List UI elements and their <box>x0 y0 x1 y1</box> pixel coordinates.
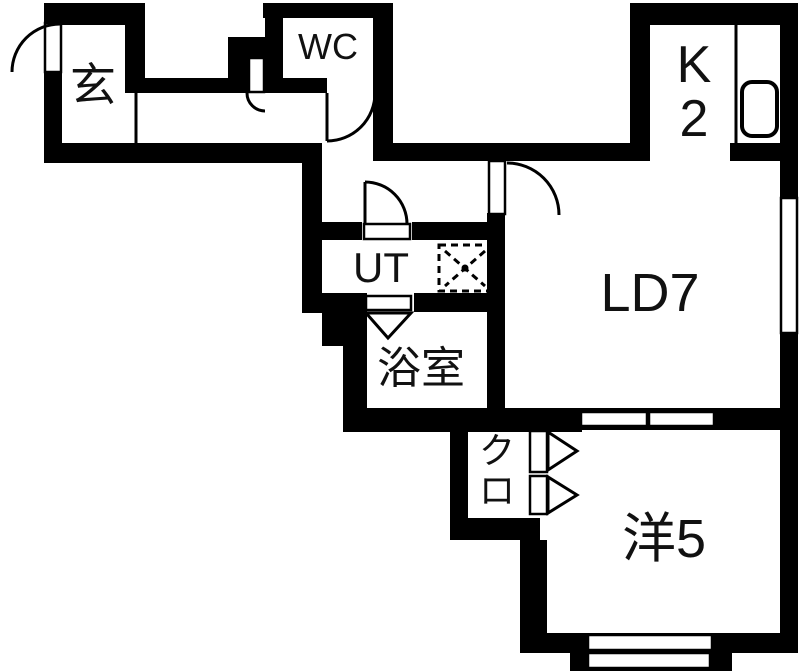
wall-segment <box>373 3 393 161</box>
storage-door <box>245 56 266 113</box>
washer-center-dot <box>461 264 469 272</box>
folding-door-triangle <box>546 429 580 473</box>
room-label-closet-2: ロ <box>479 470 515 511</box>
wall-segment <box>265 18 283 80</box>
sliding-pane <box>579 410 649 428</box>
bedroom-window <box>586 633 714 670</box>
wall-segment <box>228 58 248 93</box>
door-swing-arc <box>506 161 561 216</box>
room-label-kitchen-k: K <box>677 36 712 94</box>
door-panel <box>528 474 549 516</box>
ld-side-window <box>779 196 799 335</box>
wall-segment <box>780 334 798 653</box>
wall-segment <box>302 293 367 312</box>
window-pane <box>586 651 712 670</box>
door-panel <box>364 294 413 312</box>
walls <box>44 3 798 671</box>
wall-segment <box>393 143 650 161</box>
wall-segment <box>302 143 322 313</box>
room-label-living-dining: LD7 <box>600 263 699 323</box>
folding-door-triangle <box>546 474 580 516</box>
wall-segment <box>630 3 798 25</box>
wall-segment <box>780 3 798 197</box>
bathroom-folding-door <box>362 294 415 341</box>
utility-door <box>362 180 412 241</box>
closet-folding-doors <box>528 429 580 516</box>
door-panel <box>528 429 549 474</box>
kitchen-sink <box>740 80 779 138</box>
door-leaf <box>247 56 266 94</box>
living-room-door <box>487 159 561 216</box>
wall-segment <box>412 222 487 240</box>
door-leaf <box>43 21 63 74</box>
door-leaf <box>487 159 507 216</box>
wall-segment <box>730 143 780 161</box>
entrance-door <box>10 21 63 74</box>
folding-door-triangle <box>362 311 415 341</box>
room-label-western-room: 洋5 <box>622 509 706 569</box>
door-swing-arc <box>10 22 61 73</box>
wc-door <box>325 92 377 143</box>
washing-machine-space <box>437 243 493 293</box>
wall-segment <box>44 71 62 163</box>
ld-bedroom-sliding-door <box>579 410 716 428</box>
wall-segment <box>44 3 62 23</box>
wall-segment <box>450 425 468 540</box>
door-swing-arc <box>364 180 409 225</box>
sliding-pane <box>647 410 716 428</box>
window-pane <box>586 633 714 652</box>
door-swing-arc <box>245 92 266 113</box>
room-label-kitchen-2: 2 <box>680 90 709 148</box>
wall-segment <box>450 518 540 540</box>
room-label-utility: UT <box>353 244 409 291</box>
room-label-wc: WC <box>298 26 358 67</box>
wall-segment <box>414 293 487 312</box>
wall-segment <box>265 78 327 93</box>
wall-segment <box>630 3 650 161</box>
door-threshold <box>362 222 412 241</box>
wall-segment <box>125 78 248 93</box>
washer-box <box>437 243 493 293</box>
wall-segment <box>713 408 780 430</box>
wall-segment <box>322 222 362 240</box>
room-label-closet-1: ク <box>479 430 515 471</box>
door-swing-arc <box>326 92 377 143</box>
wall-segment <box>125 3 145 93</box>
room-label-bathroom: 浴室 <box>377 344 465 393</box>
wall-segment <box>263 3 393 18</box>
wall-segment <box>44 3 145 25</box>
wall-segment <box>228 37 265 58</box>
room-label-genkan: 玄 <box>70 59 116 111</box>
wall-segment <box>44 143 322 163</box>
